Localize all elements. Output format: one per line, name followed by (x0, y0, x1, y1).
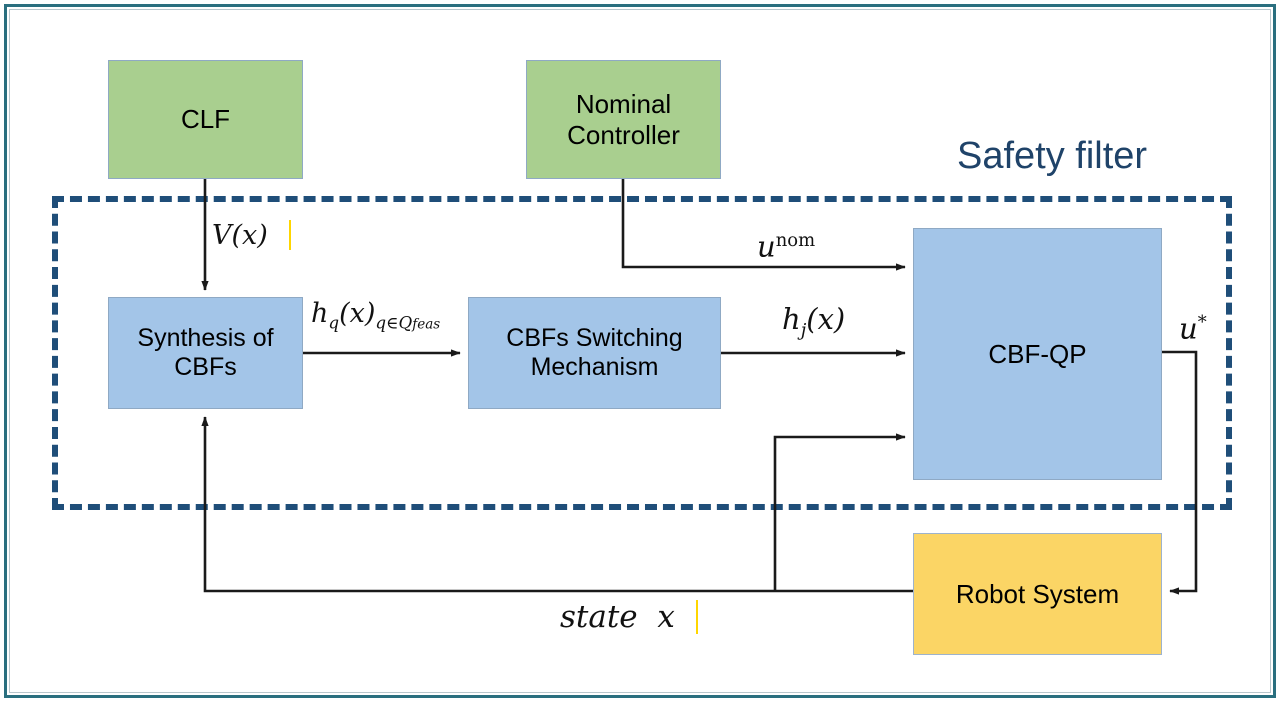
signal-hj-sub: j (800, 319, 807, 341)
signal-unom-base: u (757, 229, 776, 264)
signal-unom-sup: nom (775, 230, 816, 251)
signal-label-u-nom: unom (757, 232, 815, 262)
signal-hq-sub: q (328, 312, 340, 333)
signal-hj-arg: (x) (806, 302, 846, 336)
block-synthesis-of-cbfs-label: Synthesis of CBFs (137, 323, 274, 382)
signal-label-hj-of-x: hj(x) (782, 305, 845, 340)
block-cbfs-switching-mechanism-label: CBFs Switching Mechanism (506, 323, 683, 382)
page-title: Safety filter (957, 135, 1148, 177)
block-robot-system-label: Robot System (955, 578, 1120, 609)
signal-label-v-of-x: V(x) (212, 222, 268, 249)
signal-label-u-star: u* (1179, 314, 1207, 344)
signal-state-base: state (560, 599, 638, 635)
signal-hq-base: h (311, 298, 329, 329)
block-nominal-controller[interactable]: Nominal Controller (526, 60, 721, 179)
block-clf[interactable]: CLF (108, 60, 303, 179)
signal-v-base: V (212, 220, 232, 251)
signal-hq-arg: (x) (339, 298, 376, 329)
text-caret (289, 220, 291, 250)
text-caret-state (696, 600, 698, 634)
block-nominal-controller-label: Nominal Controller (567, 88, 680, 150)
signal-state-arg: x (657, 599, 675, 635)
signal-ustar-base: u (1179, 311, 1198, 346)
signal-label-hq-of-x: hq(x)q∈Qfeas (311, 300, 440, 332)
block-synthesis-of-cbfs[interactable]: Synthesis of CBFs (108, 297, 303, 409)
block-robot-system[interactable]: Robot System (913, 533, 1162, 655)
block-clf-label: CLF (180, 104, 231, 135)
block-cbfs-switching-mechanism[interactable]: CBFs Switching Mechanism (468, 297, 721, 409)
signal-ustar-sup: * (1197, 312, 1207, 333)
signal-hq-feas: feas (412, 316, 441, 333)
signal-v-arg: (x) (231, 220, 268, 251)
outer-frame-inner-line (9, 9, 1271, 693)
signal-label-state-x: state x (560, 602, 675, 633)
signal-hj-base: h (782, 302, 801, 336)
block-cbf-qp[interactable]: CBF-QP (913, 228, 1162, 480)
signal-hq-set: q∈Q (375, 312, 413, 333)
block-cbf-qp-label: CBF-QP (988, 338, 1087, 369)
